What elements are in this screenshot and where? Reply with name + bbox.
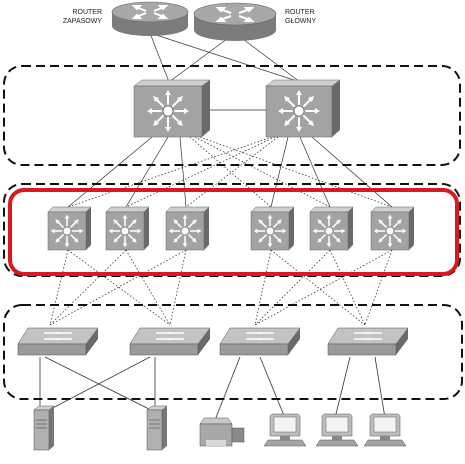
distribution-layer-highlight <box>8 188 459 276</box>
router-main-label: ROUTER GŁÓWNY <box>285 8 325 26</box>
router-backup-label-line1: ROUTER <box>72 9 102 16</box>
workstation-icon <box>263 413 307 447</box>
core-to-distribution-dotted <box>67 136 393 208</box>
router-main-label-line1: ROUTER <box>285 9 315 16</box>
router-main-label-line2: GŁÓWNY <box>285 18 317 25</box>
access-layer-boundary <box>3 304 463 400</box>
uplinks-router-core <box>149 32 301 83</box>
access-to-end-links <box>39 356 386 421</box>
distribution-switch-4-icon <box>250 206 295 251</box>
workstation-icon <box>363 413 407 447</box>
router-backup-icon <box>111 1 189 36</box>
router-backup-label: ROUTER ZAPASOWY <box>62 8 102 26</box>
access-switch-2-icon <box>129 327 211 356</box>
distribution-switch-1-icon <box>47 206 92 251</box>
core-switch-2-icon <box>265 79 341 138</box>
server-icon <box>33 405 55 451</box>
router-main-icon <box>193 2 277 41</box>
distribution-switch-5-icon <box>309 206 354 251</box>
access-switch-4-icon <box>327 327 409 356</box>
distribution-switches <box>47 206 415 251</box>
access-switch-3-icon <box>219 327 301 356</box>
distribution-switch-2-icon <box>105 206 150 251</box>
core-switch-1-icon <box>133 79 211 138</box>
printer-icon <box>199 417 245 447</box>
workstation-icon <box>315 413 359 447</box>
access-switch-1-icon <box>17 327 99 356</box>
core-layer-boundary <box>3 65 461 166</box>
router-backup-label-line2: ZAPASOWY <box>62 18 102 25</box>
access-switches <box>17 327 409 356</box>
core-to-distribution-links <box>67 136 393 208</box>
server-icon <box>146 405 168 451</box>
distribution-switch-3-icon <box>165 206 210 251</box>
distribution-switch-6-icon <box>370 206 415 251</box>
distribution-to-access-dotted <box>49 249 393 326</box>
